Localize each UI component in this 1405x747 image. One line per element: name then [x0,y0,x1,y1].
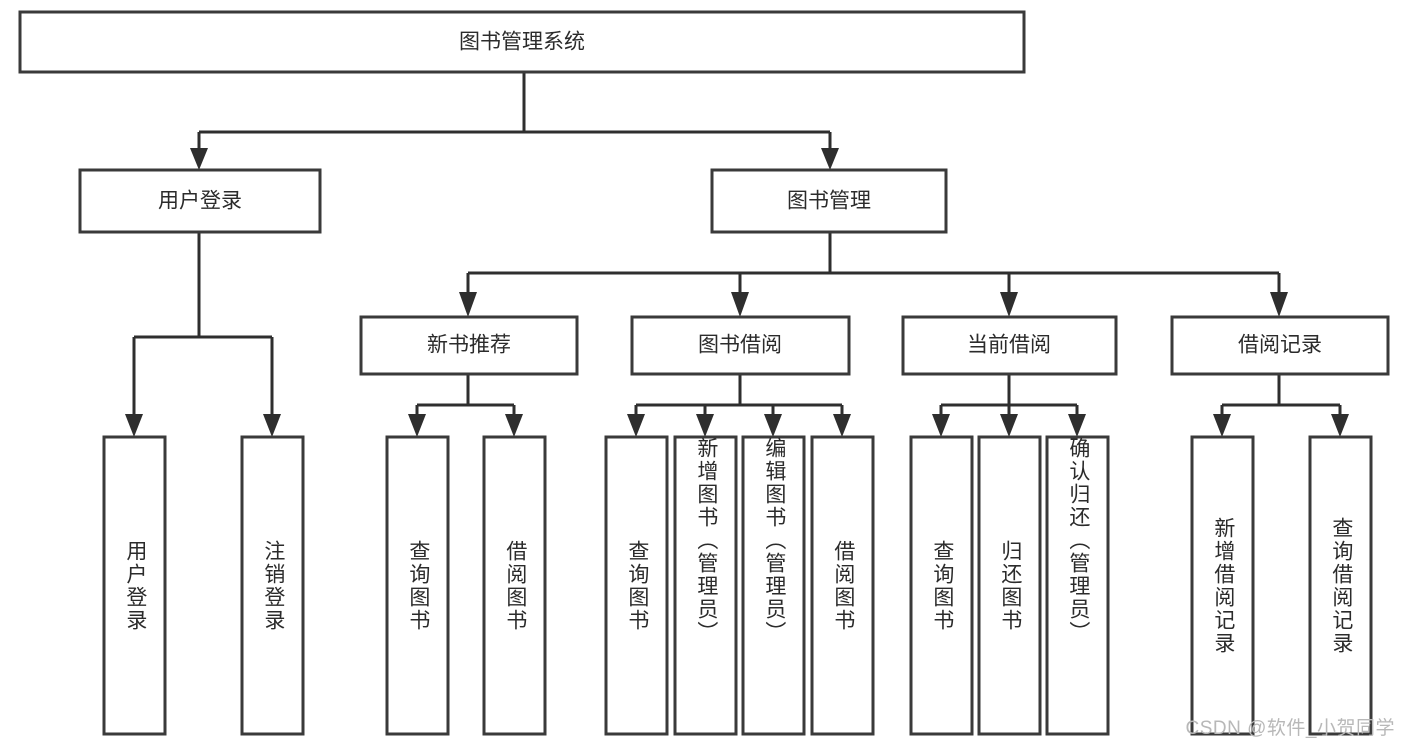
node-root-box[interactable] [18,10,1026,74]
node-borrow-records-label: 借阅记录 [1238,334,1322,357]
node-root-label: 图书管理系统 [459,31,585,54]
watermark-text: CSDN @软件_小贺同学 [1185,718,1395,739]
leaf-box-edit-book[interactable] [741,435,806,736]
leaf-box-query-book-1[interactable] [385,435,450,736]
arrow-head-icon [505,414,523,437]
arrow-head-icon [1000,292,1018,317]
node-new-book-recommend[interactable]: 新书推荐 [359,315,579,376]
connector-group-current-borrow [932,374,1086,437]
node-root[interactable]: 图书管理系统 [18,10,1026,74]
node-borrow-records-box[interactable] [1170,315,1390,376]
arrow-head-icon [1000,414,1018,437]
node-current-borrow-label: 当前借阅 [967,334,1051,357]
arrow-head-icon [459,292,477,317]
node-user-login-box[interactable] [78,168,322,234]
connector-group-book-manage [459,232,1288,317]
node-user-login[interactable]: 用户登录 [78,168,322,234]
leaf-box-borrow-book-2[interactable] [810,435,875,736]
leaf-box-query-record[interactable] [1308,435,1373,736]
arrow-head-icon [1270,292,1288,317]
arrow-head-icon [833,414,851,437]
leaf-box-query-book-2[interactable] [604,435,669,736]
connector-group-root [190,72,839,170]
arrow-head-icon [1331,414,1349,437]
leaf-box-add-book[interactable] [673,435,738,736]
connector-group-user-login [125,232,281,437]
leaf-box-confirm-return[interactable] [1045,435,1110,736]
arrow-head-icon [408,414,426,437]
node-book-management[interactable]: 图书管理 [710,168,948,234]
node-book-borrow[interactable]: 图书借阅 [630,315,851,376]
node-current-borrow[interactable]: 当前借阅 [901,315,1118,376]
arrow-head-icon [1213,414,1231,437]
connector-group-new-book [408,374,523,437]
node-book-management-box[interactable] [710,168,948,234]
leaf-box-logout[interactable] [240,435,305,736]
node-user-login-label: 用户登录 [158,190,242,213]
leaf-box-return-book[interactable] [977,435,1042,736]
leaf-box-query-book-3[interactable] [909,435,974,736]
node-book-borrow-label: 图书借阅 [698,334,782,357]
arrow-head-icon [263,414,281,437]
arrow-head-icon [190,148,208,170]
node-new-book-recommend-label: 新书推荐 [427,334,511,357]
node-book-management-label: 图书管理 [787,190,871,213]
node-current-borrow-box[interactable] [901,315,1118,376]
connector-group-borrow [627,374,851,437]
arrow-head-icon [627,414,645,437]
leaf-box-borrow-book-1[interactable] [482,435,547,736]
leaf-box-user-login[interactable] [102,435,167,736]
arrow-head-icon [125,414,143,437]
arrow-head-icon [932,414,950,437]
node-new-book-recommend-box[interactable] [359,315,579,376]
node-book-borrow-box[interactable] [630,315,851,376]
arrow-head-icon [731,292,749,317]
arrow-head-icon [696,414,714,437]
arrow-head-icon [1068,414,1086,437]
arrow-head-icon [821,148,839,170]
connector-group-records [1213,374,1349,437]
node-borrow-records[interactable]: 借阅记录 [1170,315,1390,376]
arrow-head-icon [764,414,782,437]
leaf-box-add-record[interactable] [1190,435,1255,736]
